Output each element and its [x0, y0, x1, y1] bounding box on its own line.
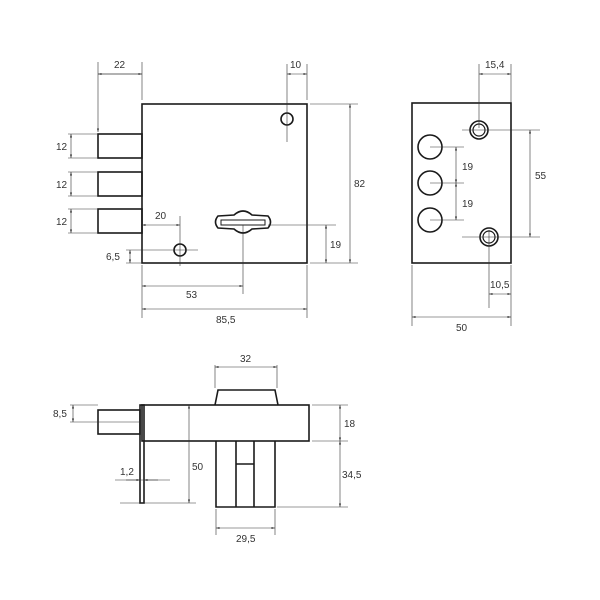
side-view: 19 19 55 15,4 10,5 50 — [411, 60, 547, 334]
dim-bolt-2: 12 — [56, 180, 68, 191]
dim-pitch-1: 19 — [462, 162, 474, 173]
front-view: 22 10 82 12 12 12 20 6,5 19 53 85,5 — [56, 60, 366, 326]
dim-height: 82 — [354, 179, 366, 190]
dim-hole-height: 6,5 — [106, 252, 120, 263]
dim-keyhole-offset: 53 — [186, 290, 198, 301]
dim-bolt-3: 12 — [56, 217, 68, 228]
dim-bolt-depth: 22 — [114, 60, 126, 71]
dim-body-depth: 18 — [344, 419, 356, 430]
bolt-2 — [97, 171, 143, 197]
lock-body — [141, 103, 308, 264]
cylinder-body — [215, 441, 276, 508]
dim-keyhole-height: 19 — [330, 240, 342, 251]
dim-plate-thickness: 1,2 — [120, 467, 134, 478]
dim-bolt-height: 8,5 — [53, 409, 67, 420]
dim-width: 85,5 — [216, 315, 236, 326]
dim-hole-spacing: 55 — [535, 171, 547, 182]
dim-hole-offset-left: 20 — [155, 211, 167, 222]
bottom-view: 32 8,5 18 34,5 50 1,2 29,5 — [53, 354, 362, 545]
dim-top-hole-offset: 15,4 — [485, 60, 505, 71]
dim-side-width: 50 — [456, 323, 468, 334]
dim-hole-offset-right: 10 — [290, 60, 302, 71]
dim-plate-height: 50 — [192, 462, 204, 473]
cylinder-head — [214, 389, 279, 406]
side-body — [411, 102, 512, 264]
dim-cylinder-projection: 34,5 — [342, 470, 362, 481]
body-section — [141, 404, 310, 442]
dim-pitch-2: 19 — [462, 199, 474, 210]
dim-cylinder-base: 29,5 — [236, 534, 256, 545]
bolt-3 — [97, 208, 143, 234]
bolt-1 — [97, 133, 143, 159]
dim-bolt-1: 12 — [56, 142, 68, 153]
dim-bottom-hole-offset: 10,5 — [490, 280, 510, 291]
dim-cylinder-width: 32 — [240, 354, 252, 365]
